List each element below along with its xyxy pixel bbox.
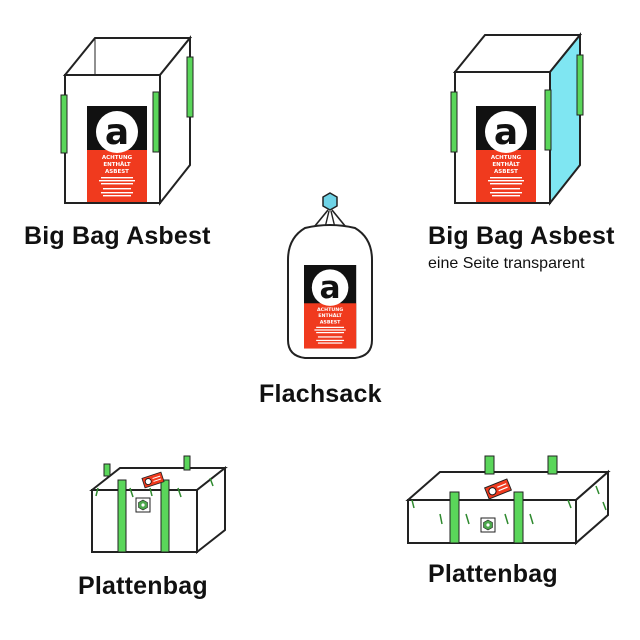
plattenbag-right: [405, 455, 611, 546]
lifting-ring-icon: [322, 192, 338, 211]
plattenbag-right-title: Plattenbag: [428, 560, 558, 588]
flachsack-title: Flachsack: [259, 380, 382, 408]
plattenbag-left-title: Plattenbag: [78, 572, 208, 600]
lifting-loop-icon: [547, 455, 558, 475]
lifting-loop-icon: [103, 463, 111, 477]
flachsack: [287, 192, 373, 359]
certification-badge-icon: [135, 497, 151, 513]
certification-badge-icon: [480, 517, 496, 533]
asbestos-warning-label: [87, 106, 147, 202]
lifting-loop-icon: [484, 455, 495, 475]
big-bag-asbest-transparent-subtitle: eine Seite transparent: [428, 255, 585, 272]
plattenbag-left: [89, 455, 228, 555]
big-bag-asbest-title: Big Bag Asbest: [24, 222, 211, 250]
lifting-loop-icon: [183, 455, 191, 471]
asbestos-warning-label: [476, 106, 536, 202]
big-bag-left: [60, 35, 194, 206]
big-bag-asbest-transparent-title: Big Bag Asbest: [428, 222, 615, 250]
big-bag-right: [450, 32, 584, 206]
asbestos-warning-label: [304, 265, 357, 349]
